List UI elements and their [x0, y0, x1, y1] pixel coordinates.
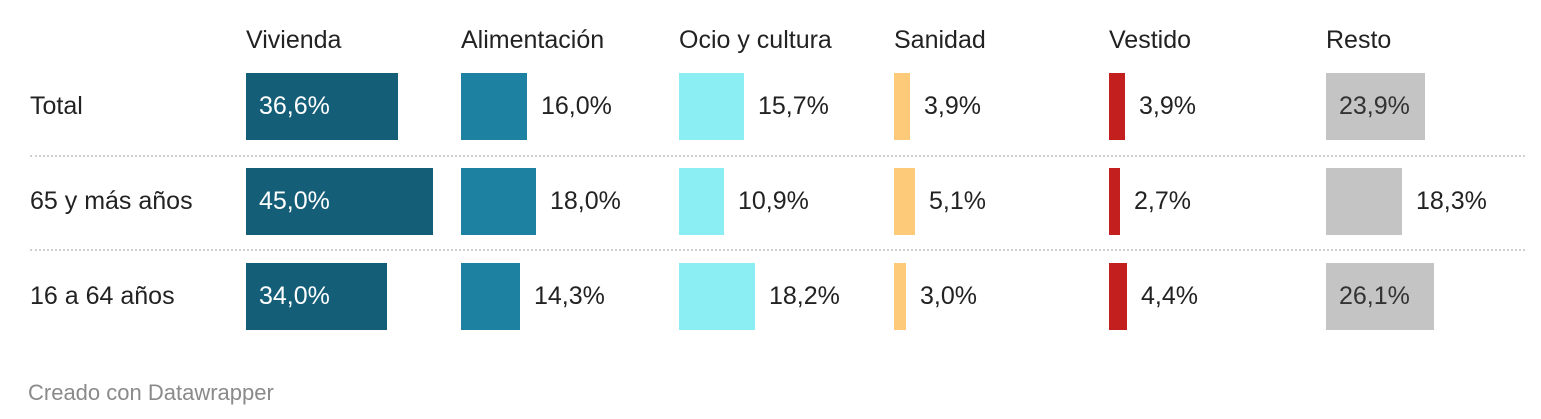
bar — [679, 73, 744, 140]
value-label: 18,3% — [1416, 186, 1487, 215]
bar — [461, 263, 520, 330]
column-header: Sanidad — [894, 26, 986, 54]
value-label: 3,0% — [920, 281, 977, 310]
bar — [246, 73, 398, 140]
row-label: 65 y más años — [30, 186, 193, 215]
row-divider — [30, 249, 1525, 251]
bar — [894, 168, 915, 235]
bar — [1109, 168, 1120, 235]
row-label: Total — [30, 91, 83, 120]
value-label: 18,0% — [550, 186, 621, 215]
value-label: 10,9% — [738, 186, 809, 215]
column-header: Alimentación — [461, 26, 605, 54]
bar — [679, 168, 724, 235]
bar — [246, 168, 433, 235]
bar — [1326, 263, 1434, 330]
row-divider — [30, 155, 1525, 157]
bar — [679, 263, 755, 330]
value-label: 4,4% — [1141, 281, 1198, 310]
value-label: 5,1% — [929, 186, 986, 215]
value-label: 45,0% — [259, 186, 330, 215]
bar — [894, 73, 910, 140]
column-header: Resto — [1326, 26, 1392, 54]
value-label: 3,9% — [924, 91, 981, 120]
value-label: 3,9% — [1139, 91, 1196, 120]
column-header: Vestido — [1109, 26, 1192, 54]
bar — [246, 263, 387, 330]
value-label: 15,7% — [758, 91, 829, 120]
bar — [1109, 73, 1125, 140]
bar — [894, 263, 906, 330]
bar — [461, 73, 527, 140]
bar — [1326, 168, 1402, 235]
value-label: 16,0% — [541, 91, 612, 120]
value-label: 36,6% — [259, 91, 330, 120]
row-label: 16 a 64 años — [30, 281, 175, 310]
value-label: 26,1% — [1339, 281, 1410, 310]
bar — [461, 168, 536, 235]
bar — [1109, 263, 1127, 330]
value-label: 23,9% — [1339, 91, 1410, 120]
column-header: Ocio y cultura — [679, 26, 832, 54]
value-label: 14,3% — [534, 281, 605, 310]
bar — [1326, 73, 1425, 140]
footer-credit: Creado con Datawrapper — [28, 380, 274, 405]
value-label: 2,7% — [1134, 186, 1191, 215]
value-label: 34,0% — [259, 281, 330, 310]
column-header: Vivienda — [246, 26, 342, 54]
value-label: 18,2% — [769, 281, 840, 310]
